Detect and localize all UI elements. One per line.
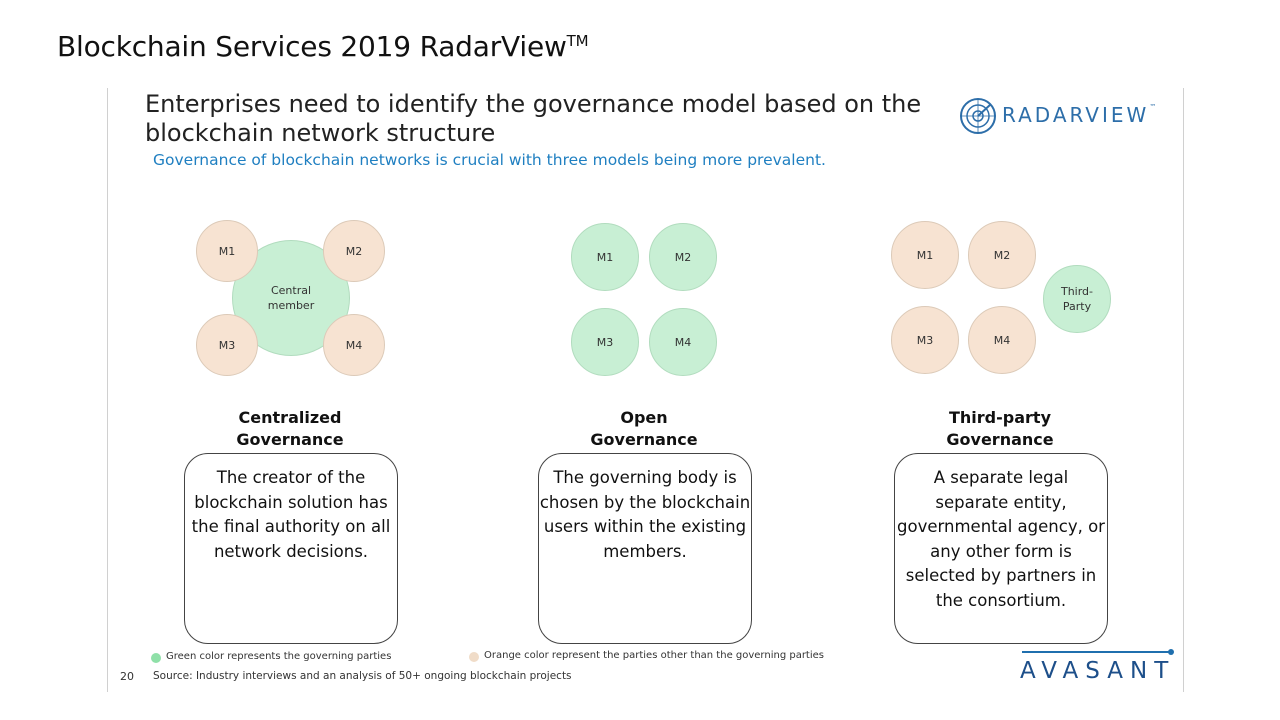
headline: Enterprises need to identify the governa… — [145, 90, 922, 147]
member-node-m1: M1 — [196, 220, 258, 282]
member-node-m2: M2 — [968, 221, 1036, 289]
avasant-logo-dot — [1168, 649, 1174, 655]
left-divider — [107, 88, 108, 692]
avasant-logo-line — [1022, 651, 1170, 653]
member-node-m3: M3 — [891, 306, 959, 374]
right-divider — [1183, 88, 1184, 692]
member-node-m4: M4 — [968, 306, 1036, 374]
member-node-m2: M2 — [323, 220, 385, 282]
member-node-m1: M1 — [891, 221, 959, 289]
legend-orange-dot — [469, 652, 479, 662]
member-node-m4: M4 — [323, 314, 385, 376]
subheadline: Governance of blockchain networks is cru… — [153, 151, 826, 169]
member-node-m3: M3 — [571, 308, 639, 376]
legend-orange-label: Orange color represent the parties other… — [484, 650, 824, 661]
member-node-m2: M2 — [649, 223, 717, 291]
page-number: 20 — [120, 670, 134, 683]
trademark-mark: TM — [566, 32, 589, 50]
member-node-m3: M3 — [196, 314, 258, 376]
member-node-m1: M1 — [571, 223, 639, 291]
radarview-logo-text: RADARVIEW™ — [1002, 103, 1157, 127]
description-open: The governing body is chosen by the bloc… — [538, 453, 752, 644]
radar-logo-icon — [960, 98, 996, 134]
third-party-node: Third-Party — [1043, 265, 1111, 333]
source-note: Source: Industry interviews and an analy… — [153, 670, 572, 682]
member-node-m4: M4 — [649, 308, 717, 376]
legend-green-dot — [151, 653, 161, 663]
slide-title: Blockchain Services 2019 RadarViewTM — [57, 30, 589, 63]
description-centralized: The creator of the blockchain solution h… — [184, 453, 398, 644]
legend-green-label: Green color represents the governing par… — [166, 651, 392, 662]
avasant-logo: AVASANT — [1020, 658, 1176, 684]
description-third-party: A separate legal separate entity, govern… — [894, 453, 1108, 644]
